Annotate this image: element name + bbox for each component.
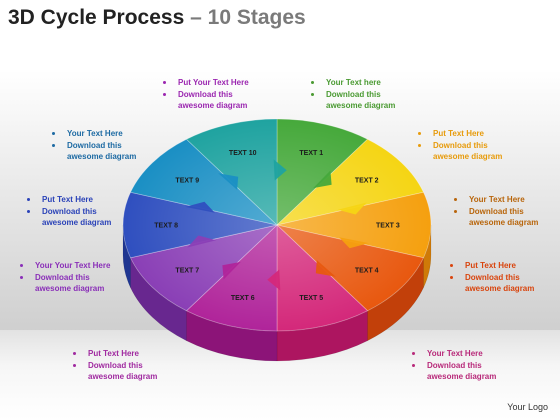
callout-6-line2: Download this (449, 206, 538, 218)
segment-label-10: TEXT 10 (229, 150, 257, 157)
cycle-arrow-2 (337, 202, 367, 215)
callout-3-line2: Download this (47, 140, 136, 152)
top-shine (123, 119, 431, 331)
segment-label-2: TEXT 2 (355, 178, 379, 185)
segment-label-5: TEXT 5 (299, 295, 323, 302)
callout-2-line2: Download this (306, 89, 395, 101)
bullet-icon (27, 198, 30, 201)
cycle-arrows (185, 159, 369, 291)
callout-7-line2: Download this (15, 272, 110, 284)
callout-9-title: Put Text Here (68, 348, 157, 360)
callout-2-line3: awesome diagram (326, 101, 396, 110)
callout-3-line3: awesome diagram (67, 152, 137, 161)
bullet-icon (412, 363, 415, 367)
segment-label-7: TEXT 7 (175, 267, 199, 274)
callout-8-line3: awesome diagram (465, 284, 535, 293)
callout-3-title: Your Text Here (47, 128, 136, 140)
bullet-icon (311, 81, 314, 84)
cylinder-sides (122, 224, 432, 362)
callout-4-line2: Download this (413, 140, 502, 152)
callout-2-title: Your Text here (306, 77, 395, 89)
callout-5-line2: Download this (22, 206, 111, 218)
callout-10-line3: awesome diagram (427, 372, 497, 381)
cycle-arrow-5 (267, 269, 281, 291)
cycle-arrow-3 (339, 237, 369, 249)
callout-9-line2: Download this (68, 360, 157, 372)
bullet-icon (52, 132, 55, 135)
callout-10-title: Your Text Here (407, 348, 496, 360)
callout-10: Your Text Here Download this awesome dia… (407, 348, 496, 383)
callout-5-line3: awesome diagram (42, 218, 112, 227)
cycle-arrow-8 (185, 201, 215, 213)
callout-3: Your Text Here Download this awesome dia… (47, 128, 136, 163)
segment-label-1: TEXT 1 (299, 150, 323, 157)
segment-label-8: TEXT 8 (154, 223, 178, 230)
bullet-icon (73, 352, 76, 355)
callout-1: Put Your Text Here Download this awesome… (158, 77, 249, 112)
bullet-icon (412, 352, 415, 355)
logo-text: Your Logo (507, 402, 548, 412)
bullet-icon (20, 264, 23, 267)
cycle-arrow-10 (273, 159, 287, 181)
bullet-icon (418, 143, 421, 147)
callout-7: Your Your Text Here Download this awesom… (15, 260, 110, 295)
callout-7-title: Your Your Text Here (15, 260, 110, 272)
cylinder-top (122, 118, 432, 332)
callout-7-line3: awesome diagram (35, 284, 105, 293)
bullet-icon (450, 275, 453, 279)
callout-6-title: Your Text Here (449, 194, 538, 206)
callout-8: Put Text Here Download this awesome diag… (445, 260, 534, 295)
segment-label-3: TEXT 3 (376, 223, 400, 230)
page-title: 3D Cycle Process – 10 Stages (8, 6, 306, 30)
callout-5: Put Text Here Download this awesome diag… (22, 194, 111, 229)
callout-10-line2: Download this (407, 360, 496, 372)
bullet-icon (52, 143, 55, 147)
callout-4-line3: awesome diagram (433, 152, 503, 161)
cycle-arrow-7 (187, 235, 217, 248)
bullet-icon (20, 275, 23, 279)
cycle-arrow-6 (222, 261, 241, 280)
callout-1-title: Put Your Text Here (158, 77, 249, 89)
bullet-icon (73, 363, 76, 367)
bullet-icon (27, 209, 30, 213)
callout-1-line2: Download this (158, 89, 249, 101)
callout-8-line2: Download this (445, 272, 534, 284)
segment-labels: TEXT 1 TEXT 2 TEXT 3 TEXT 4 TEXT 5 TEXT 6 TEXT… (154, 150, 400, 302)
callout-5-title: Put Text Here (22, 194, 111, 206)
cycle-arrow-1 (313, 170, 332, 189)
bullet-icon (163, 92, 166, 96)
bullet-icon (311, 92, 314, 96)
bullet-icon (454, 198, 457, 201)
bullet-icon (450, 264, 453, 267)
callout-8-title: Put Text Here (445, 260, 534, 272)
callout-9: Put Text Here Download this awesome diag… (68, 348, 157, 383)
callout-4-title: Put Text Here (413, 128, 502, 140)
bullet-icon (454, 209, 457, 213)
cycle-arrow-4 (315, 260, 336, 277)
title-main: 3D Cycle Process (8, 6, 185, 29)
callout-4: Put Text Here Download this awesome diag… (413, 128, 502, 163)
callout-2: Your Text here Download this awesome dia… (306, 77, 395, 112)
cycle-arrow-9 (218, 173, 239, 190)
segment-label-9: TEXT 9 (175, 178, 199, 185)
bullet-icon (418, 132, 421, 135)
segment-label-6: TEXT 6 (231, 295, 255, 302)
segment-label-4: TEXT 4 (355, 267, 379, 274)
callout-6: Your Text Here Download this awesome dia… (449, 194, 538, 229)
callout-6-line3: awesome diagram (469, 218, 539, 227)
title-sub: 10 Stages (207, 6, 306, 29)
callout-9-line3: awesome diagram (88, 372, 158, 381)
callout-1-line3: awesome diagram (178, 101, 248, 110)
bullet-icon (163, 81, 166, 84)
title-dash: – (184, 6, 208, 29)
